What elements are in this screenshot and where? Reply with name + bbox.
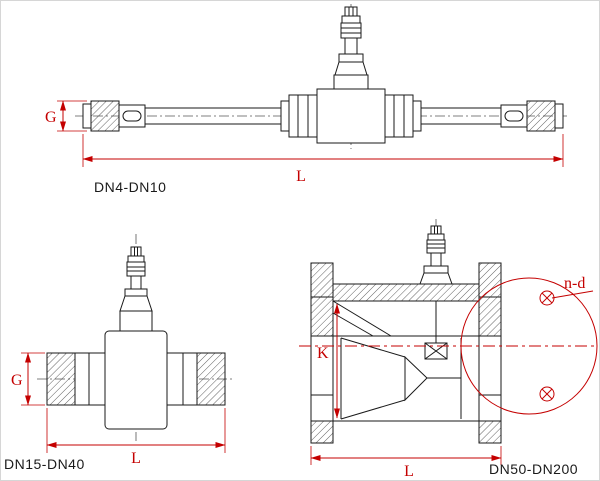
dim-label-k: K	[317, 345, 329, 362]
meter-body	[104, 330, 168, 430]
dim-label-l: L	[131, 450, 141, 467]
dimension-k: K	[317, 303, 340, 419]
caption-dn50-dn200: DN50-DN200	[489, 461, 578, 477]
drawing-dn50-dn200: n-d K L DN50-DN200	[299, 219, 598, 480]
dim-label-g: G	[45, 109, 57, 126]
caption-dn15-dn40: DN15-DN40	[4, 456, 85, 472]
dim-label-l: L	[296, 168, 306, 185]
dimension-l: L	[82, 134, 564, 185]
left-port	[46, 352, 108, 406]
right-end-fitting	[500, 100, 564, 132]
dimension-l: L	[310, 446, 502, 480]
flange-face-circle	[460, 277, 598, 415]
caption-dn4-dn10: DN4-DN10	[94, 179, 166, 195]
left-end-fitting	[82, 100, 146, 132]
bolt-callout: n-d	[551, 275, 594, 299]
left-flange	[310, 262, 334, 444]
right-port	[164, 352, 226, 406]
pipe-left	[145, 107, 283, 125]
dim-label-l: L	[404, 463, 414, 480]
sensor-stack	[419, 219, 453, 285]
bore-and-internals	[311, 300, 501, 422]
drawing-dn15-dn40: G L DN15-DN40	[4, 234, 235, 472]
bolt-hole-symbol-top	[539, 290, 555, 306]
dim-label-g: G	[11, 372, 23, 389]
dimension-g: G	[45, 100, 87, 132]
pipe-right	[419, 107, 501, 125]
sensor-stack	[333, 6, 369, 90]
bolt-hole-symbol-bottom	[539, 386, 555, 402]
dimension-l: L	[46, 408, 226, 467]
center-housing	[280, 88, 422, 144]
top-cover-plate	[332, 283, 480, 302]
drawing-dn4-dn10: G L DN4-DN10	[45, 4, 567, 195]
sensor-stack	[119, 246, 153, 332]
bolt-label: n-d	[564, 275, 585, 292]
dimension-g: G	[11, 352, 45, 406]
